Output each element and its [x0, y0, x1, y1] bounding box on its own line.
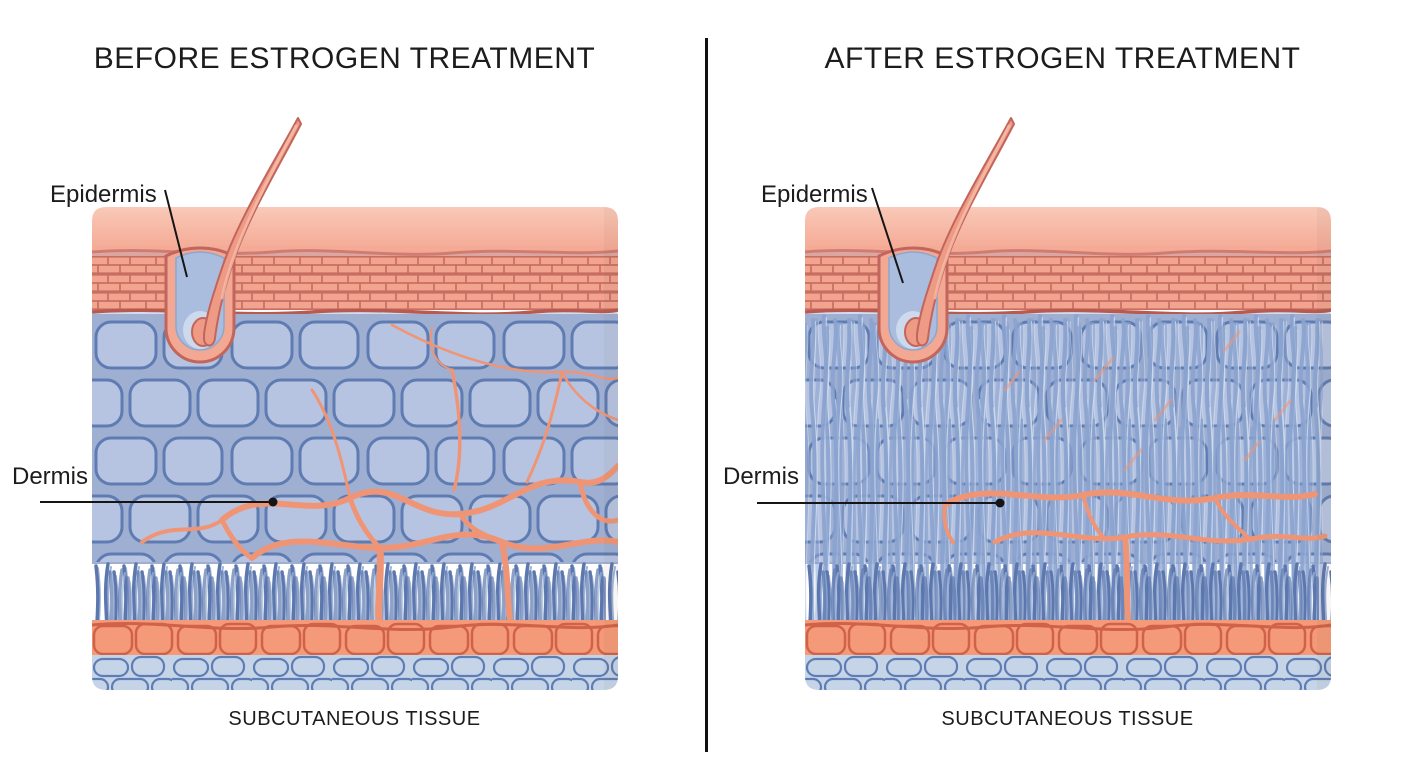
vessel-fragments: [1003, 330, 1292, 472]
subcutaneous-pebble-layer: [805, 655, 1331, 690]
caption-subcutaneous-before: SUBCUTANEOUS TISSUE: [228, 708, 481, 730]
skin-diagram-after: [805, 117, 1331, 690]
skin-diagram-before: [92, 117, 618, 690]
subcutaneous-pebble-layer: [92, 655, 618, 690]
blood-vessel-network: [140, 323, 618, 561]
panel-divider-line: [705, 38, 708, 752]
label-epidermis-after: Epidermis: [761, 181, 868, 208]
after-title: AFTER ESTROGEN TREATMENT: [824, 42, 1301, 75]
collagen-fiber-band: [92, 552, 618, 632]
label-dermis-before: Dermis: [12, 463, 88, 490]
epidermis-surface-layer: [805, 207, 1331, 261]
caption-subcutaneous-after: SUBCUTANEOUS TISSUE: [941, 708, 1194, 730]
epidermis-surface-layer: [92, 207, 618, 261]
dermis-layer: [92, 314, 618, 564]
hair-follicle: [877, 117, 1015, 364]
before-title: BEFORE ESTROGEN TREATMENT: [93, 42, 596, 75]
label-dermis-after: Dermis: [723, 463, 799, 490]
label-epidermis-before: Epidermis: [50, 181, 157, 208]
collagen-fiber-band: [805, 552, 1331, 632]
